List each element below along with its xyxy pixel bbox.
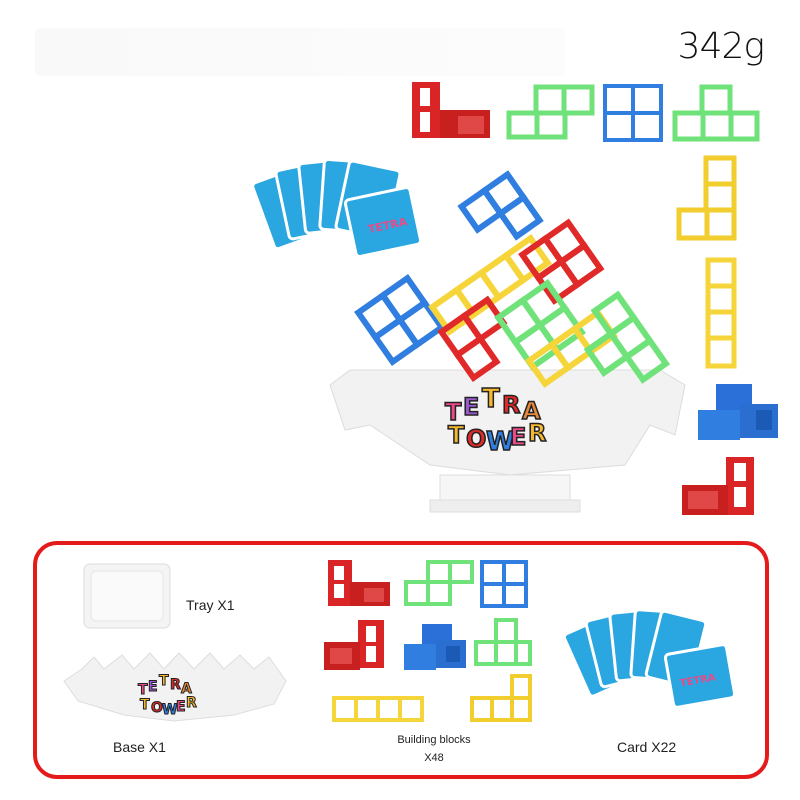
svg-text:W: W xyxy=(162,702,177,718)
svg-text:R: R xyxy=(528,419,546,447)
card-label: Card X22 xyxy=(617,739,677,755)
card-deck-contents-icon: TETRA xyxy=(562,607,737,709)
base-label: Base X1 xyxy=(113,739,166,755)
blocks-label: Building blocks X48 xyxy=(376,731,492,767)
svg-text:E: E xyxy=(510,423,526,451)
svg-text:R: R xyxy=(186,695,197,711)
svg-text:A: A xyxy=(181,681,192,697)
red-l-block-icon xyxy=(412,82,490,138)
yellow-i-block-icon xyxy=(705,257,737,369)
svg-text:R: R xyxy=(502,391,520,419)
svg-text:E: E xyxy=(463,393,479,421)
svg-text:T: T xyxy=(159,673,169,689)
package-contents-box xyxy=(33,541,769,779)
svg-text:R: R xyxy=(170,677,181,693)
svg-text:E: E xyxy=(176,699,186,715)
svg-text:O: O xyxy=(466,425,486,453)
svg-text:T: T xyxy=(140,697,150,713)
tray-label: Tray X1 xyxy=(186,597,235,613)
yellow-l-block-icon xyxy=(676,155,737,241)
svg-text:T: T xyxy=(482,384,500,414)
blue-t-block-icon xyxy=(698,384,778,440)
svg-text:T: T xyxy=(448,421,465,449)
green-t-block-icon xyxy=(672,84,760,142)
svg-text:O: O xyxy=(151,700,163,716)
svg-text:W: W xyxy=(486,427,515,457)
tray-icon xyxy=(83,563,171,629)
svg-text:T: T xyxy=(138,682,148,698)
blocks-title: Building blocks xyxy=(397,734,471,746)
blue-o-block-icon xyxy=(603,84,663,142)
svg-text:T: T xyxy=(445,398,462,426)
blocks-set-icon xyxy=(324,560,532,722)
faded-header-text xyxy=(35,28,565,76)
svg-text:A: A xyxy=(522,397,541,425)
product-weight: 342g xyxy=(677,26,765,67)
card-deck-icon: TETRA xyxy=(251,157,423,258)
svg-text:E: E xyxy=(148,679,158,695)
red-j-block-icon xyxy=(682,457,754,515)
green-s-block-icon xyxy=(506,84,595,140)
blocks-count: X48 xyxy=(424,752,444,764)
